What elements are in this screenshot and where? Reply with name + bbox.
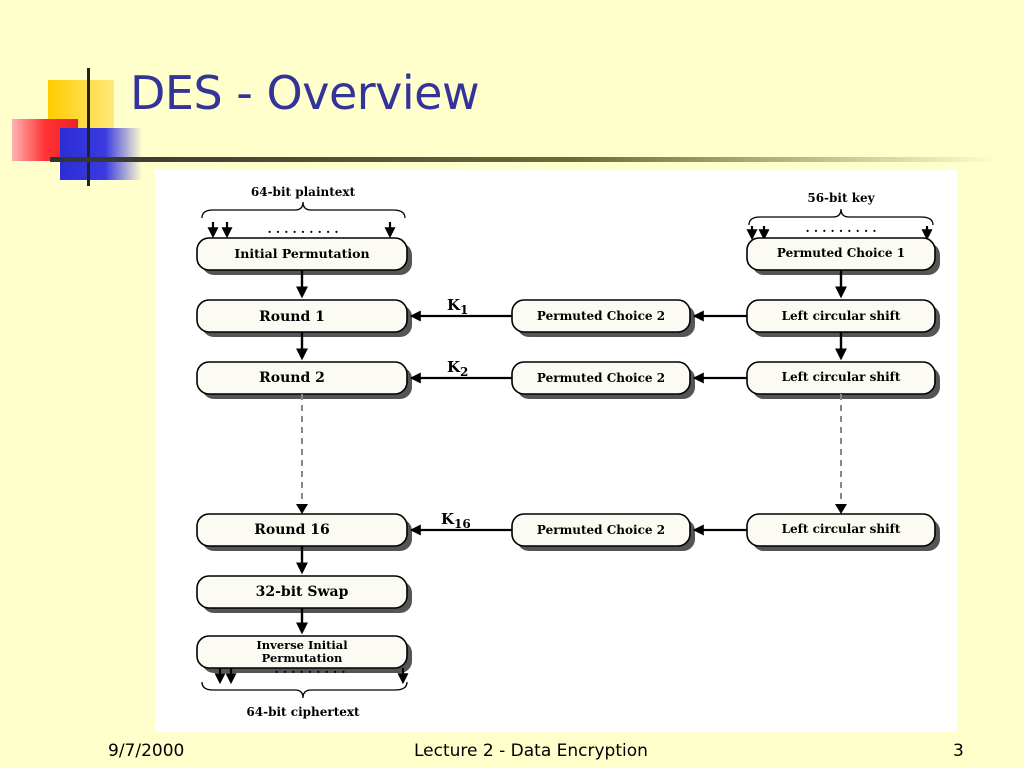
permuted-choice-1-box: Permuted Choice 1 xyxy=(746,237,940,275)
initial-permutation-label: Initial Permutation xyxy=(234,246,369,261)
left-shift-2-label: Left circular shift xyxy=(782,370,901,384)
key-label: 56-bit key xyxy=(807,191,875,205)
des-diagram: 64-bit plaintext · · · · · · · · · 56-bi… xyxy=(196,185,940,719)
round-2-box: Round 2 xyxy=(196,361,412,399)
permuted-choice-2-row16-box: Permuted Choice 2 xyxy=(511,513,695,551)
plaintext-dots: · · · · · · · · · xyxy=(267,225,338,239)
footer-date: 9/7/2000 xyxy=(108,741,185,761)
ciphertext-dots: · · · · · · · · · xyxy=(274,665,345,679)
blue-square xyxy=(60,128,142,180)
round-16-label: Round 16 xyxy=(254,522,329,538)
plaintext-brace xyxy=(201,201,406,219)
title-underline xyxy=(50,157,1000,162)
round-1-box: Round 1 xyxy=(196,299,412,337)
subkey-k16-label: K16 xyxy=(441,510,471,531)
vertical-line xyxy=(87,68,90,186)
plaintext-label: 64-bit plaintext xyxy=(251,185,356,199)
slide-title: DES - Overview xyxy=(130,66,480,120)
permuted-choice-2-row2-box: Permuted Choice 2 xyxy=(511,361,695,399)
key-dots: · · · · · · · · · xyxy=(805,224,876,238)
plaintext-arrows xyxy=(207,222,396,239)
left-shift-1-label: Left circular shift xyxy=(782,309,901,323)
left-shift-16-box: Left circular shift xyxy=(746,513,940,551)
round-2-label: Round 2 xyxy=(259,370,325,386)
key-brace xyxy=(748,208,934,226)
dashed-arrowhead-left xyxy=(296,504,308,514)
permuted-choice-2-row1-label: Permuted Choice 2 xyxy=(537,309,665,323)
permuted-choice-2-row16-label: Permuted Choice 2 xyxy=(537,523,665,537)
subkey-k2-label: K2 xyxy=(447,358,468,379)
des-diagram-panel: 64-bit plaintext · · · · · · · · · 56-bi… xyxy=(155,170,957,732)
permuted-choice-2-row1-box: Permuted Choice 2 xyxy=(511,299,695,337)
round-1-label: Round 1 xyxy=(259,309,325,325)
corner-decoration xyxy=(12,68,142,186)
ciphertext-brace xyxy=(201,681,408,699)
ciphertext-label: 64-bit ciphertext xyxy=(246,705,360,719)
left-shift-2-box: Left circular shift xyxy=(746,361,940,399)
left-shift-1-box: Left circular shift xyxy=(746,299,940,337)
initial-permutation-box: Initial Permutation xyxy=(196,237,412,275)
subkey-k1-label: K1 xyxy=(447,296,468,317)
swap-label: 32-bit Swap xyxy=(256,584,349,600)
inverse-permutation-box: Inverse Initial Permutation xyxy=(196,635,412,673)
key-arrows xyxy=(746,226,933,241)
dashed-arrowhead-right xyxy=(835,504,847,514)
round-16-box: Round 16 xyxy=(196,513,412,551)
inverse-permutation-line2: Permutation xyxy=(262,651,343,665)
permuted-choice-1-label: Permuted Choice 1 xyxy=(777,246,905,260)
left-shift-16-label: Left circular shift xyxy=(782,522,901,536)
footer-title: Lecture 2 - Data Encryption xyxy=(414,741,648,761)
footer-page-number: 3 xyxy=(953,741,964,761)
inverse-permutation-line1: Inverse Initial xyxy=(256,638,348,652)
ciphertext-arrows xyxy=(214,668,409,685)
permuted-choice-2-row2-label: Permuted Choice 2 xyxy=(537,371,665,385)
swap-box: 32-bit Swap xyxy=(196,575,412,613)
